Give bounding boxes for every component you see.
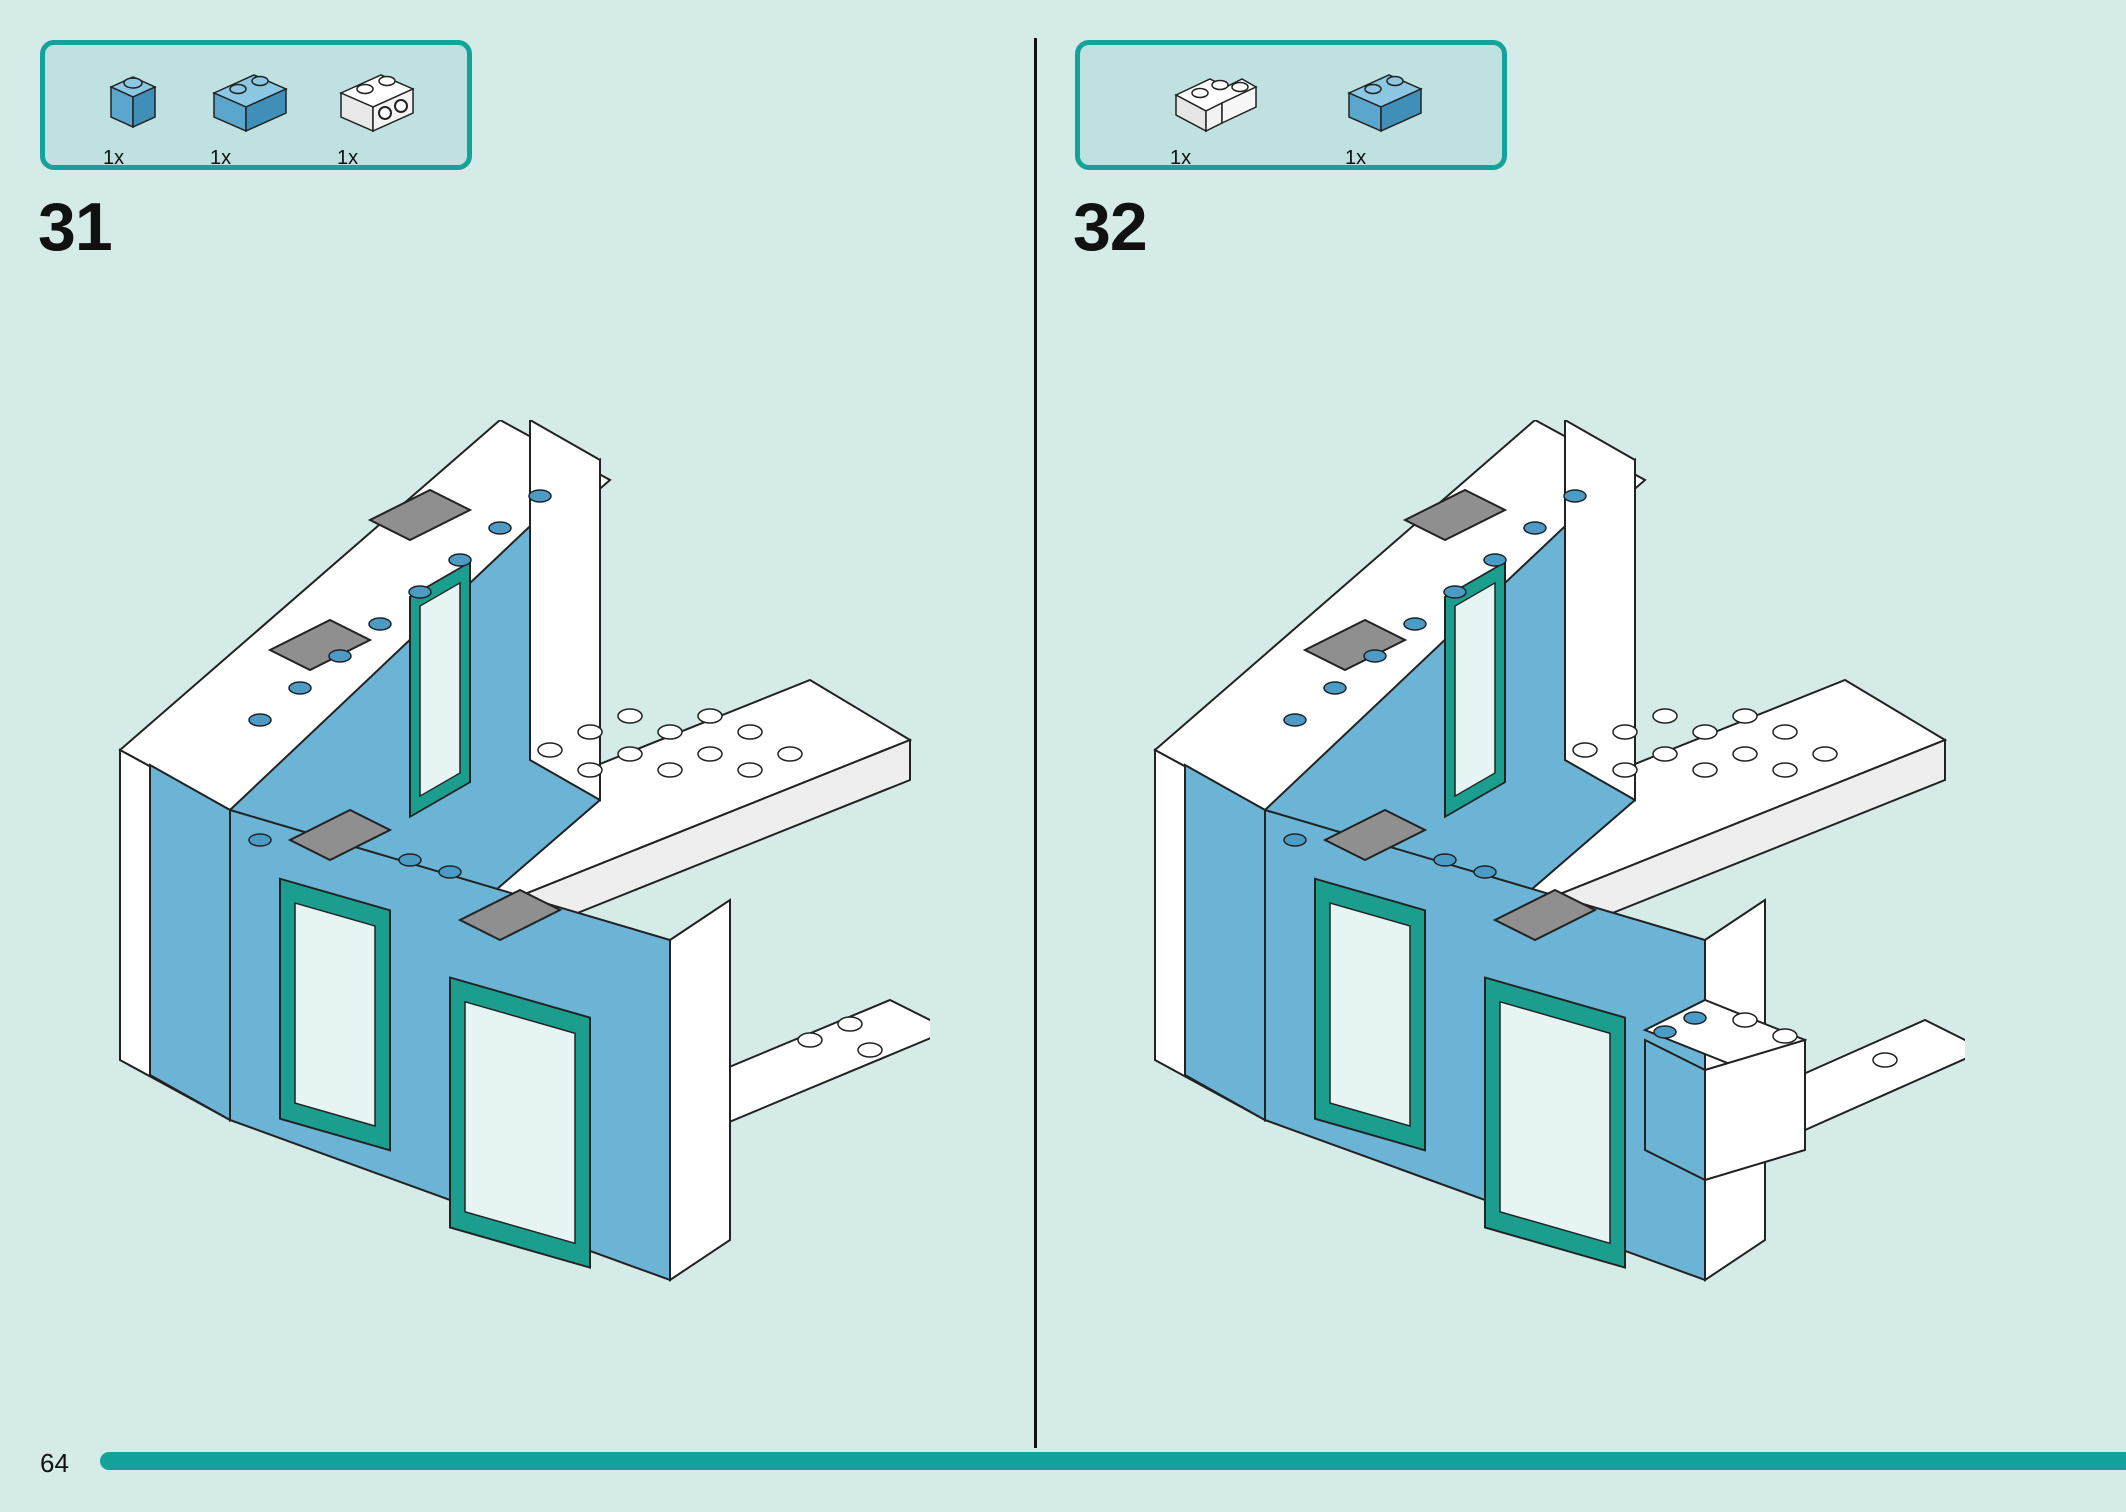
- blue-1x1-brick-icon: [109, 76, 157, 129]
- part-item: 1x: [1345, 65, 1435, 169]
- parts-list-step-31: 1x 1x 1x: [40, 40, 472, 170]
- page-number: 64: [40, 1448, 69, 1478]
- part-quantity: 1x: [1345, 147, 1367, 169]
- page-divider: [1034, 38, 1037, 1448]
- white-corner-brick-icon: [1174, 78, 1258, 133]
- step-32-model-illustration: [1153, 420, 1965, 1282]
- step-number: 32: [1073, 189, 1148, 265]
- part-quantity: 1x: [1170, 147, 1192, 169]
- blue-1x2-brick-icon: [212, 74, 288, 133]
- white-1x2-side-stud-brick-icon: [339, 74, 415, 133]
- part-item: 1x: [103, 65, 193, 169]
- part-item: 1x: [210, 65, 300, 169]
- parts-list-step-32: 1x 1x: [1075, 40, 1507, 170]
- step-number: 31: [38, 189, 113, 265]
- part-quantity: 1x: [103, 147, 125, 169]
- blue-1x2-brick-icon: [1347, 74, 1423, 133]
- progress-bar: [100, 1452, 2126, 1470]
- part-item: 1x: [1170, 65, 1260, 169]
- part-quantity: 1x: [337, 147, 359, 169]
- part-item: 1x: [337, 65, 427, 169]
- part-quantity: 1x: [210, 147, 232, 169]
- step-31-model-illustration: [118, 420, 930, 1282]
